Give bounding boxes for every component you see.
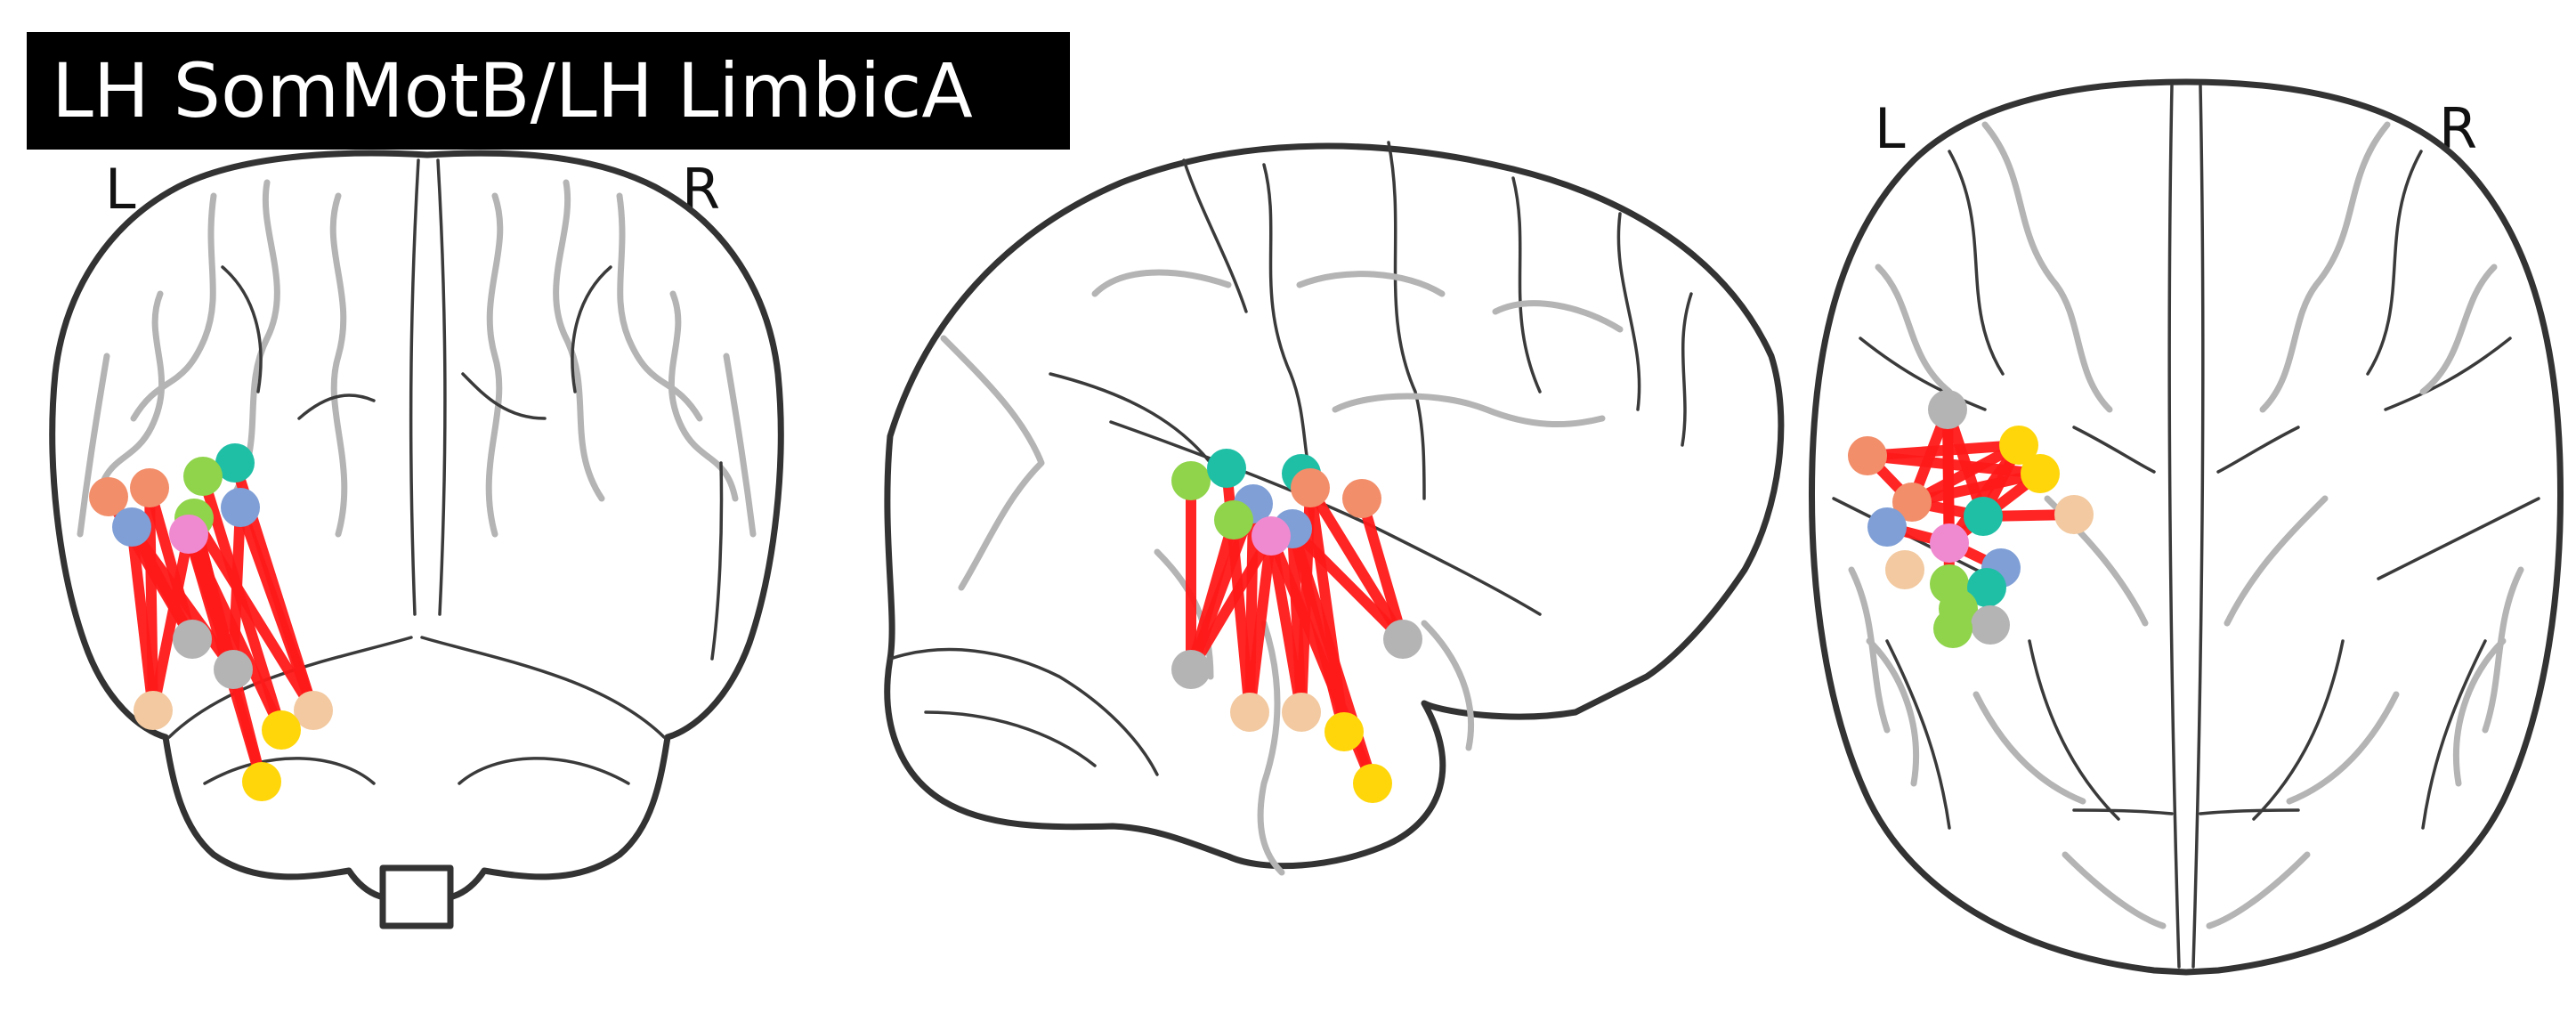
coronal-sulci — [221, 265, 724, 661]
axial-view — [1809, 78, 2564, 976]
coronal-node-0 — [89, 477, 128, 516]
sagittal-node-4 — [1291, 468, 1330, 507]
axial-node-15 — [1933, 609, 1973, 648]
sagittal-node-12 — [1282, 693, 1321, 732]
axial-node-14 — [1971, 605, 2010, 645]
sagittal-gyri — [940, 269, 1624, 876]
axial-brain-outline — [1809, 78, 2564, 976]
coronal-node-2 — [215, 443, 255, 483]
axial-node-1 — [1848, 436, 1887, 475]
coronal-node-9 — [214, 650, 253, 689]
coronal-edge-1 — [144, 483, 198, 645]
sagittal-view — [884, 141, 1785, 876]
axial-node-6 — [2054, 495, 2094, 534]
coronal-node-3 — [183, 457, 223, 496]
sagittal-edge-4 — [1244, 531, 1276, 718]
axial-node-4 — [1892, 483, 1932, 522]
sagittal-node-1 — [1207, 449, 1246, 488]
coronal-gyri-right — [485, 179, 757, 538]
axial-node-12 — [1967, 568, 2006, 607]
interhemispheric-fissure — [2167, 84, 2205, 969]
sagittal-node-11 — [1230, 693, 1269, 732]
title-banner — [27, 32, 1070, 150]
coronal-node-11 — [294, 691, 333, 730]
sagittal-edge-6 — [1266, 531, 1307, 718]
sagittal-nodes — [1171, 449, 1422, 803]
axial-gyri-left — [1848, 121, 2167, 929]
sagittal-node-0 — [1171, 461, 1211, 500]
coronal-node-1 — [130, 468, 169, 507]
sagittal-brain-outline — [884, 142, 1785, 870]
figure-title: LH SomMotB/LH LimbicA — [52, 47, 973, 134]
axial-gyri-right — [2206, 121, 2524, 929]
brainstem — [379, 864, 454, 929]
coronal-edge-13 — [228, 502, 246, 675]
coronal-node-4 — [112, 507, 151, 547]
axial-left-label: L — [1875, 96, 1906, 161]
axial-node-2 — [1999, 426, 2038, 465]
sagittal-node-8 — [1252, 516, 1291, 556]
coronal-edge-12 — [189, 513, 267, 787]
sagittal-node-9 — [1171, 650, 1211, 689]
coronal-left-label: L — [105, 157, 136, 222]
axial-node-9 — [1885, 550, 1924, 589]
sagittal-sulci — [1049, 141, 1693, 500]
sagittal-node-14 — [1353, 764, 1392, 803]
sagittal-edge-11 — [1357, 493, 1408, 645]
midline-fissure — [409, 158, 447, 616]
coronal-node-8 — [173, 620, 212, 659]
coronal-edge-16 — [126, 522, 198, 645]
axial-edge-10 — [1944, 440, 2024, 548]
axial-node-0 — [1928, 390, 1967, 429]
coronal-node-5 — [221, 488, 260, 527]
axial-node-3 — [2021, 454, 2060, 493]
axial-edge-6 — [1907, 468, 2045, 507]
cerebellum-fold — [888, 647, 1159, 776]
axial-node-5 — [1964, 497, 2003, 536]
axial-node-8 — [1930, 523, 1969, 563]
coronal-node-10 — [134, 691, 173, 730]
coronal-gyri-left — [77, 179, 348, 538]
axial-sulci-right — [2199, 150, 2540, 830]
coronal-nodes — [89, 443, 333, 801]
sagittal-node-13 — [1324, 712, 1364, 751]
coronal-view — [49, 150, 784, 929]
coronal-edge-10 — [198, 471, 287, 735]
sagittal-node-5 — [1342, 479, 1381, 518]
sagittal-node-6 — [1214, 500, 1253, 539]
axial-node-7 — [1867, 507, 1907, 547]
coronal-edge-5 — [148, 529, 194, 716]
axial-nodes — [1848, 390, 2094, 648]
axial-edge-5 — [1907, 440, 2024, 507]
coronal-node-13 — [242, 762, 281, 801]
coronal-node-12 — [262, 710, 301, 750]
coronal-node-7 — [169, 515, 208, 554]
sagittal-node-10 — [1383, 620, 1422, 659]
coronal-connections — [103, 458, 319, 787]
coronal-edge-7 — [189, 513, 319, 716]
